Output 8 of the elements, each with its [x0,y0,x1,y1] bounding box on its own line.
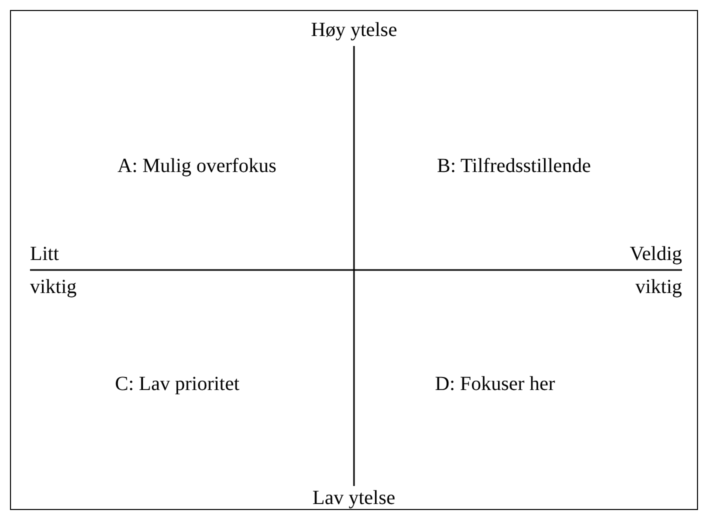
quadrant-label: C: Lav prioritet [115,372,240,396]
quadrant-label: B: Tilfredsstillende [437,154,591,178]
axis-label: Veldig viktig [628,242,682,300]
quadrant-label: D: Fokuser her [435,372,555,396]
axis-label: Høy ytelse [311,18,398,42]
axis-label: Litt viktig [30,242,78,300]
axis-label: Lav ytelse [312,486,396,510]
quadrant-label: A: Mulig overfokus [118,154,276,178]
